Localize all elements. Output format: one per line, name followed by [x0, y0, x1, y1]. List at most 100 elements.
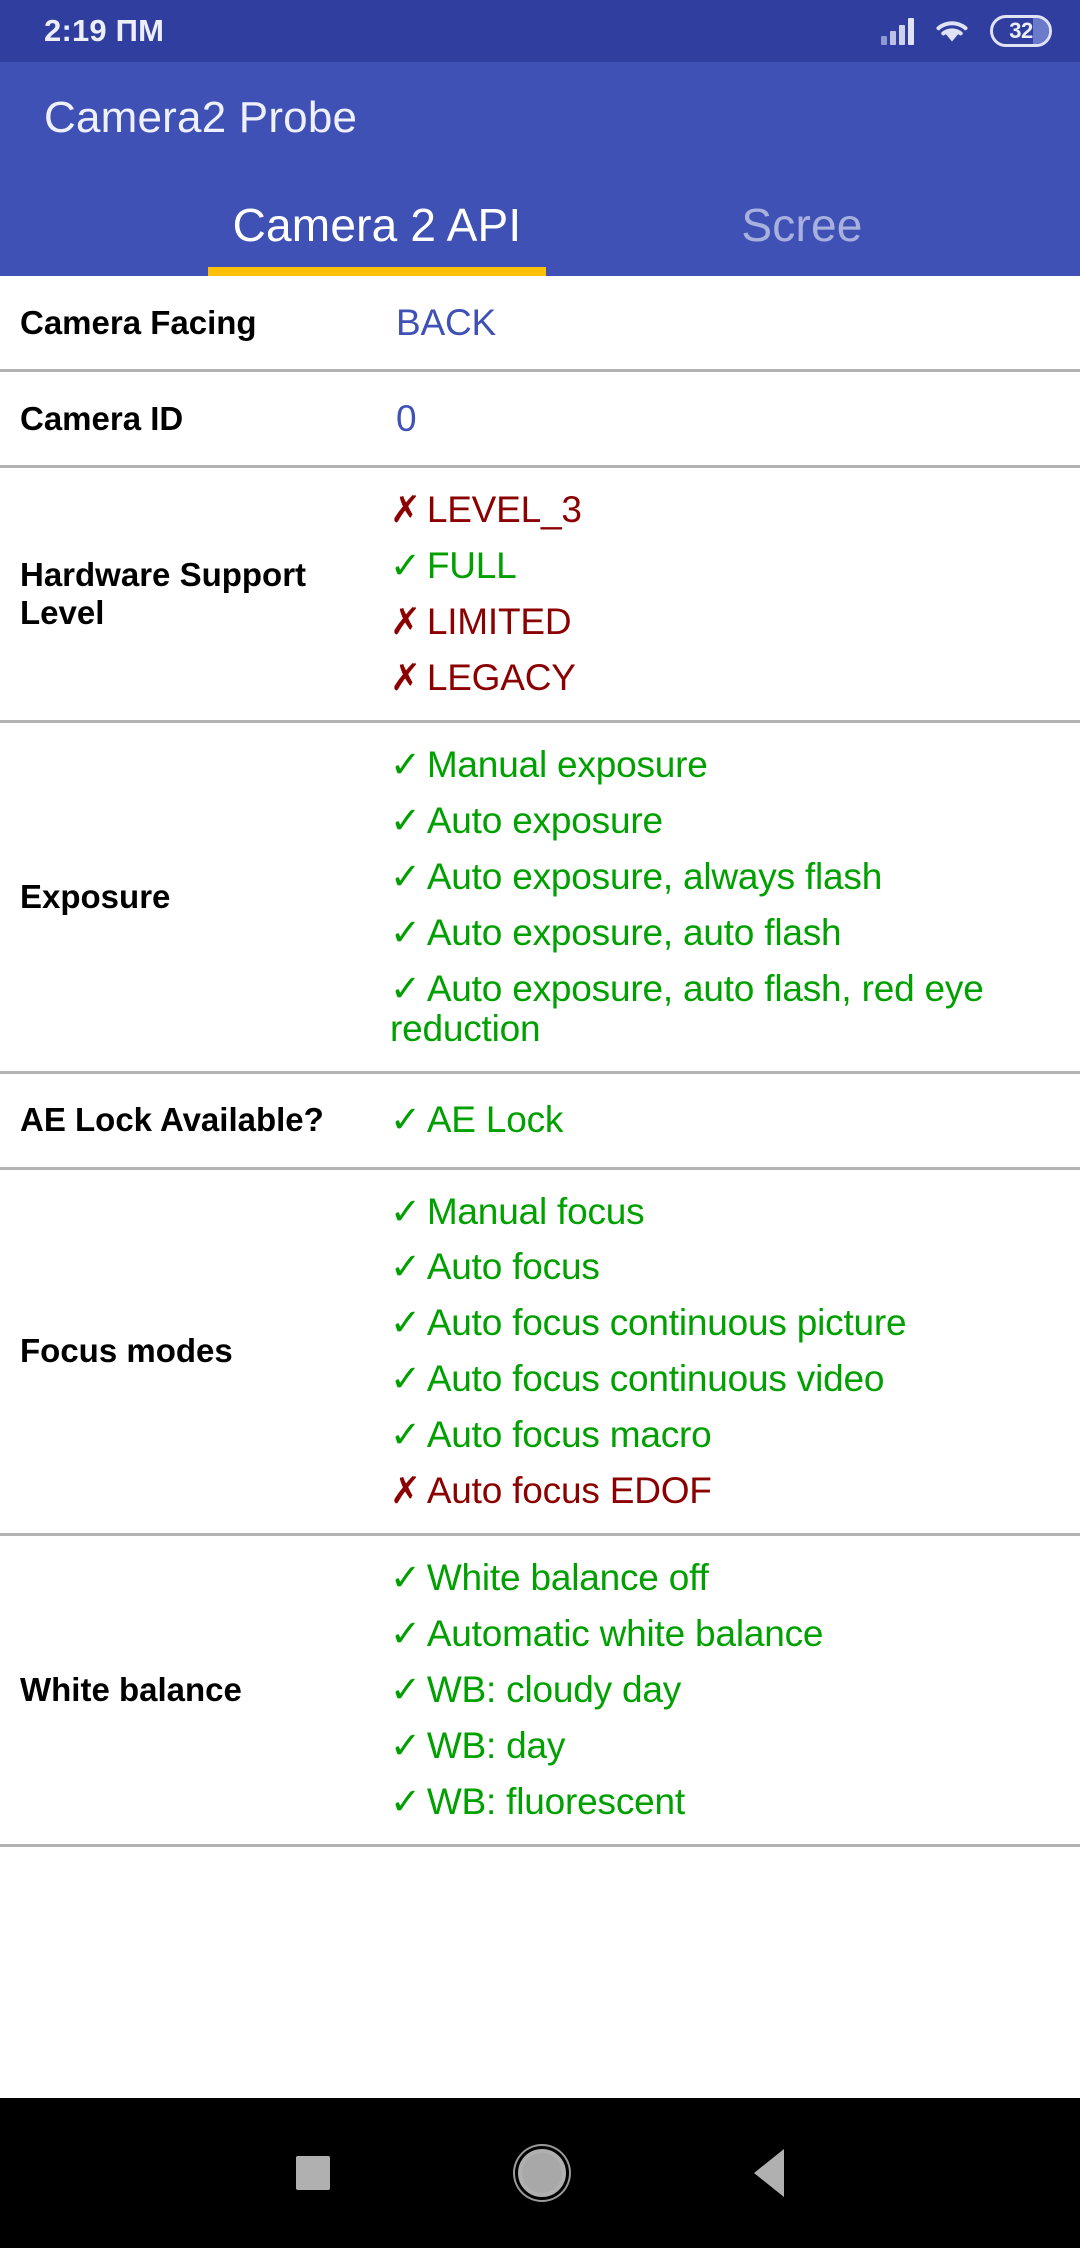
value-text: Auto focus continuous video	[426, 1358, 885, 1400]
table-row: White balance ✓White balance off ✓Automa…	[0, 1536, 1080, 1848]
value-text: Automatic white balance	[426, 1613, 824, 1655]
battery-icon: 32	[990, 15, 1052, 47]
status-mark: ✓	[390, 1781, 421, 1823]
row-values: ✗LEVEL_3 ✓FULL ✗LIMITED ✗LEGACY	[390, 490, 1080, 698]
value-text: Auto exposure	[426, 799, 663, 841]
status-mark: ✗	[390, 600, 421, 642]
table-row: Focus modes ✓Manual focus ✓Auto focus ✓A…	[0, 1170, 1080, 1537]
value-text: Manual focus	[426, 1190, 645, 1232]
value-line: ✓Auto focus macro	[390, 1415, 1056, 1455]
row-values: BACK	[390, 302, 1080, 343]
value-line: ✓FULL	[390, 544, 1056, 586]
value-text: Auto focus EDOF	[426, 1470, 712, 1512]
value-line: ✓Auto focus continuous video	[390, 1359, 1056, 1399]
table-row: Camera ID 0	[0, 372, 1080, 468]
row-values: ✓White balance off ✓Automatic white bala…	[390, 1558, 1080, 1822]
value-text: Auto exposure, auto flash	[426, 911, 842, 953]
value-line: ✓Manual focus	[390, 1190, 1056, 1232]
recents-button[interactable]	[296, 2156, 330, 2190]
value-line: ✓AE Lock	[390, 1100, 1056, 1140]
value-text: Auto focus macro	[426, 1414, 712, 1456]
signal-icon	[881, 17, 914, 45]
status-icons: 32	[881, 15, 1052, 47]
value-text: 0	[396, 397, 417, 439]
value-line: 0	[390, 397, 1056, 439]
value-text: LEGACY	[426, 656, 576, 698]
status-mark: ✓	[390, 743, 421, 785]
value-line: ✓Auto exposure, auto flash, red eye redu…	[390, 967, 1056, 1049]
status-mark: ✓	[390, 1557, 421, 1599]
tab-label: Scree	[741, 199, 863, 251]
value-line: ✓Auto exposure, always flash	[390, 855, 1056, 897]
value-line: BACK	[390, 302, 1056, 343]
status-mark: ✓	[390, 911, 421, 953]
camera-capabilities-table[interactable]: Camera Facing BACK Camera ID 0 Hardware …	[0, 276, 1080, 2098]
value-text: Manual exposure	[426, 743, 708, 785]
tab-bar[interactable]: Camera 2 API Scree	[0, 174, 1080, 276]
value-text: AE Lock	[426, 1099, 564, 1141]
page-title: Camera2 Probe	[44, 93, 358, 142]
value-line: ✓WB: day	[390, 1726, 1056, 1766]
tab-screen[interactable]: Scree	[632, 174, 972, 276]
row-label: Hardware Support Level	[20, 555, 307, 631]
status-mark: ✓	[390, 1099, 421, 1141]
value-text: Auto exposure, auto flash, red eye reduc…	[390, 967, 984, 1049]
app-bar: Camera2 Probe	[0, 62, 1080, 174]
table-row: Hardware Support Level ✗LEVEL_3 ✓FULL ✗L…	[0, 468, 1080, 723]
value-line: ✓WB: cloudy day	[390, 1670, 1056, 1710]
table-row: Camera Facing BACK	[0, 276, 1080, 372]
value-text: LEVEL_3	[426, 489, 582, 530]
value-line: ✓Auto focus continuous picture	[390, 1303, 1056, 1343]
value-line: ✓Automatic white balance	[390, 1614, 1056, 1654]
battery-level: 32	[1009, 18, 1033, 43]
value-text: Auto exposure, always flash	[426, 855, 883, 897]
status-mark: ✓	[390, 799, 421, 841]
value-text: White balance off	[426, 1557, 709, 1599]
value-line: ✓Auto exposure	[390, 799, 1056, 841]
back-button[interactable]	[754, 2149, 784, 2197]
table-row: Exposure ✓Manual exposure ✓Auto exposure…	[0, 723, 1080, 1074]
status-mark: ✓	[390, 1302, 421, 1344]
tab-camera-2-api[interactable]: Camera 2 API	[208, 174, 546, 276]
row-label: Camera Facing	[20, 303, 257, 341]
status-mark: ✓	[390, 1613, 421, 1655]
status-mark: ✓	[390, 967, 421, 1009]
value-text: Auto focus continuous picture	[426, 1302, 907, 1344]
status-bar: 2:19 ПМ 32	[0, 0, 1080, 62]
value-line: ✓Auto exposure, auto flash	[390, 911, 1056, 953]
home-button[interactable]	[518, 2149, 566, 2197]
value-text: Auto focus	[426, 1246, 600, 1288]
status-mark: ✓	[390, 1414, 421, 1456]
tab-active-indicator	[208, 267, 546, 276]
row-values: ✓Manual exposure ✓Auto exposure ✓Auto ex…	[390, 743, 1080, 1049]
status-mark: ✓	[390, 544, 421, 586]
value-text: WB: fluorescent	[426, 1781, 685, 1823]
wifi-icon	[934, 17, 970, 45]
tab-label: Camera 2 API	[232, 199, 522, 251]
value-line: ✓Auto focus	[390, 1247, 1056, 1287]
value-line: ✓Manual exposure	[390, 743, 1056, 785]
value-line: ✗LEVEL_3	[390, 490, 1056, 530]
status-mark: ✓	[390, 1246, 421, 1288]
row-values: 0	[390, 397, 1080, 439]
table-row: AE Lock Available? ✓AE Lock	[0, 1074, 1080, 1170]
value-text: WB: cloudy day	[426, 1669, 682, 1711]
status-mark: ✗	[390, 1470, 421, 1512]
row-values: ✓AE Lock	[390, 1100, 1080, 1140]
status-mark: ✗	[390, 489, 421, 530]
value-line: ✓WB: fluorescent	[390, 1782, 1056, 1822]
value-line: ✗LIMITED	[390, 600, 1056, 642]
status-mark: ✓	[390, 1725, 421, 1767]
status-clock: 2:19 ПМ	[44, 13, 165, 48]
status-mark: ✓	[390, 1190, 421, 1232]
status-mark: ✗	[390, 656, 421, 698]
value-line: ✗LEGACY	[390, 656, 1056, 698]
status-mark: ✓	[390, 1669, 421, 1711]
value-text: WB: day	[426, 1725, 566, 1767]
value-line: ✓White balance off	[390, 1558, 1056, 1598]
battery-fill	[1033, 18, 1049, 44]
navigation-bar	[0, 2098, 1080, 2248]
status-mark: ✓	[390, 1358, 421, 1400]
row-label: Focus modes	[20, 1332, 233, 1370]
